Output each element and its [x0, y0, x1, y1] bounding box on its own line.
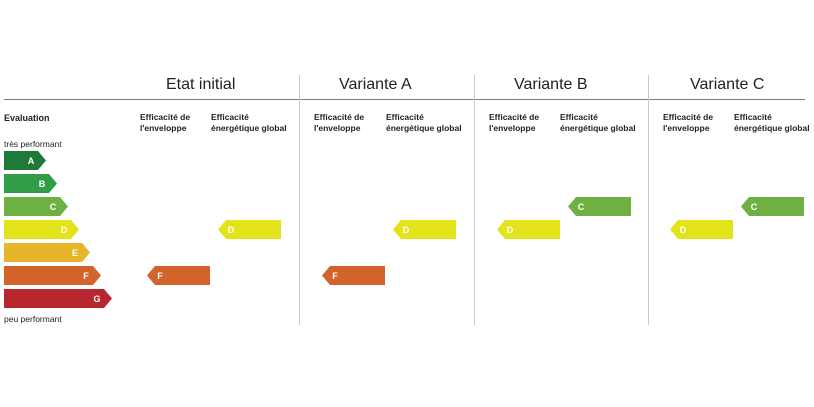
scale-arrow-d: [4, 220, 79, 239]
scale-letter: D: [61, 225, 68, 235]
column-divider: [299, 75, 300, 325]
global-rating-marker: [568, 197, 631, 216]
marker-letter: C: [578, 202, 585, 212]
scale-arrow-a: [4, 151, 46, 170]
scale-letter: G: [93, 294, 100, 304]
marker-letter: D: [680, 225, 687, 235]
scale-arrow-f: [4, 266, 101, 285]
envelope-rating-marker: [497, 220, 560, 239]
scale-arrow-c: [4, 197, 68, 216]
marker-letter: C: [751, 202, 758, 212]
scale-letter: F: [83, 271, 89, 281]
variant-title: Variante A: [339, 76, 412, 93]
marker-letter: F: [157, 271, 163, 281]
bottom-scale-label: peu performant: [4, 314, 62, 324]
scale-arrow-g: [4, 289, 112, 308]
global-rating-marker: [393, 220, 456, 239]
variant-title: Variante C: [690, 76, 765, 93]
evaluation-label: Evaluation: [4, 113, 50, 123]
variant-title: Variante B: [514, 76, 588, 93]
top-scale-label: très performant: [4, 139, 62, 149]
envelope-rating-marker: [322, 266, 385, 285]
envelope-rating-marker: [147, 266, 210, 285]
marker-letter: F: [332, 271, 338, 281]
marker-letter: D: [228, 225, 235, 235]
scale-arrow-e: [4, 243, 90, 262]
envelope-rating-marker: [670, 220, 733, 239]
scale-letter: E: [72, 248, 78, 258]
scale-letter: C: [50, 202, 57, 212]
column-divider: [474, 75, 475, 325]
scale-letter: A: [28, 156, 35, 166]
marker-letter: D: [403, 225, 410, 235]
header-divider: [4, 99, 805, 100]
marker-letter: D: [507, 225, 514, 235]
global-rating-marker: [741, 197, 804, 216]
global-rating-marker: [218, 220, 281, 239]
scale-letter: B: [39, 179, 46, 189]
column-divider: [648, 75, 649, 325]
variant-title: Etat initial: [166, 76, 236, 93]
scale-arrow-b: [4, 174, 57, 193]
